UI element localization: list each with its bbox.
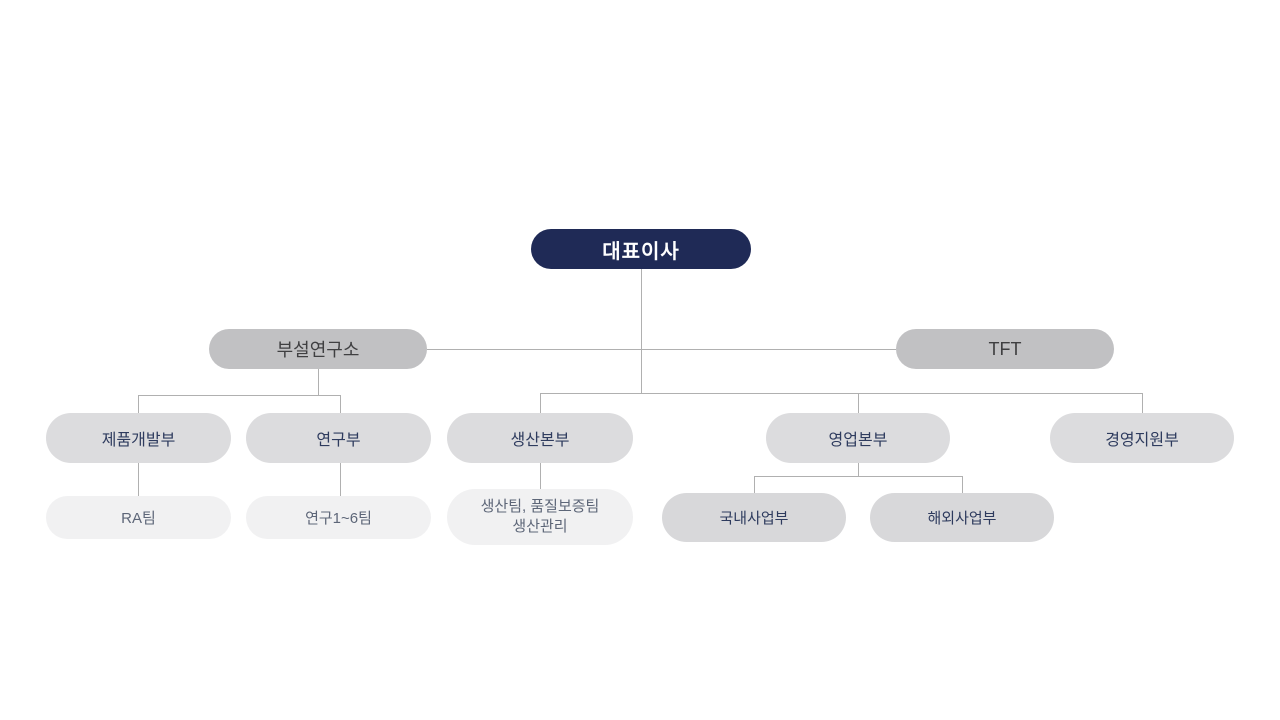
org-node-ra-team: RA팀 <box>46 496 231 539</box>
org-node-research-dept-label: 연구부 <box>316 432 361 449</box>
org-node-tft: TFT <box>896 329 1114 369</box>
connector-production-hq-drop <box>540 393 541 413</box>
org-node-production-hq-label: 생산본부 <box>510 432 570 449</box>
org-node-research-dept: 연구부 <box>246 413 431 463</box>
org-node-overseas-biz-label: 해외사업부 <box>927 510 997 527</box>
org-node-mgmt-support: 경영지원부 <box>1050 413 1234 463</box>
connector-sales-children <box>754 476 962 477</box>
org-node-product-dev-label: 제품개발부 <box>101 432 176 449</box>
connector-research-institute-children <box>138 395 341 396</box>
connector-research-dept-to-teams <box>340 463 341 496</box>
org-node-tft-label: TFT <box>988 338 1022 359</box>
org-node-ceo: 대표이사 <box>531 229 751 269</box>
connector-ceo-vertical <box>641 269 642 393</box>
org-node-domestic-biz: 국내사업부 <box>662 493 846 542</box>
connector-main-horizontal <box>540 393 1142 394</box>
org-node-production-teams-line1: 생산팀, 품질보증팀 <box>480 497 600 515</box>
connector-research-institute-down <box>318 368 319 395</box>
org-node-domestic-biz-label: 국내사업부 <box>719 510 789 527</box>
org-node-research-teams: 연구1~6팀 <box>246 496 431 539</box>
connector-sales-hq-down <box>858 463 859 476</box>
org-node-research-institute-label: 부설연구소 <box>276 340 360 360</box>
org-node-production-teams: 생산팀, 품질보증팀 생산관리 <box>447 489 633 545</box>
org-node-product-dev: 제품개발부 <box>46 413 231 463</box>
connector-mgmt-support-drop <box>1142 393 1143 413</box>
connector-domestic-biz-drop <box>754 476 755 493</box>
org-node-sales-hq: 영업본부 <box>766 413 950 463</box>
org-node-production-hq: 생산본부 <box>447 413 633 463</box>
org-node-overseas-biz: 해외사업부 <box>870 493 1054 542</box>
connector-product-dev-to-ra-team <box>138 463 139 496</box>
org-node-production-teams-line2: 생산관리 <box>512 518 568 535</box>
connector-sales-hq-drop <box>858 393 859 413</box>
connector-level2-horizontal <box>427 349 896 350</box>
connector-overseas-biz-drop <box>962 476 963 493</box>
org-node-mgmt-support-label: 경영지원부 <box>1105 432 1179 449</box>
org-node-ra-team-label: RA팀 <box>121 510 156 527</box>
connector-production-hq-to-teams <box>540 463 541 489</box>
org-node-sales-hq-label: 영업본부 <box>828 432 888 449</box>
connector-research-dept-drop <box>340 395 341 413</box>
org-node-ceo-label: 대표이사 <box>602 240 680 263</box>
org-node-research-teams-label: 연구1~6팀 <box>305 510 372 527</box>
connector-product-dev-drop <box>138 395 139 413</box>
org-node-research-institute: 부설연구소 <box>209 329 427 369</box>
